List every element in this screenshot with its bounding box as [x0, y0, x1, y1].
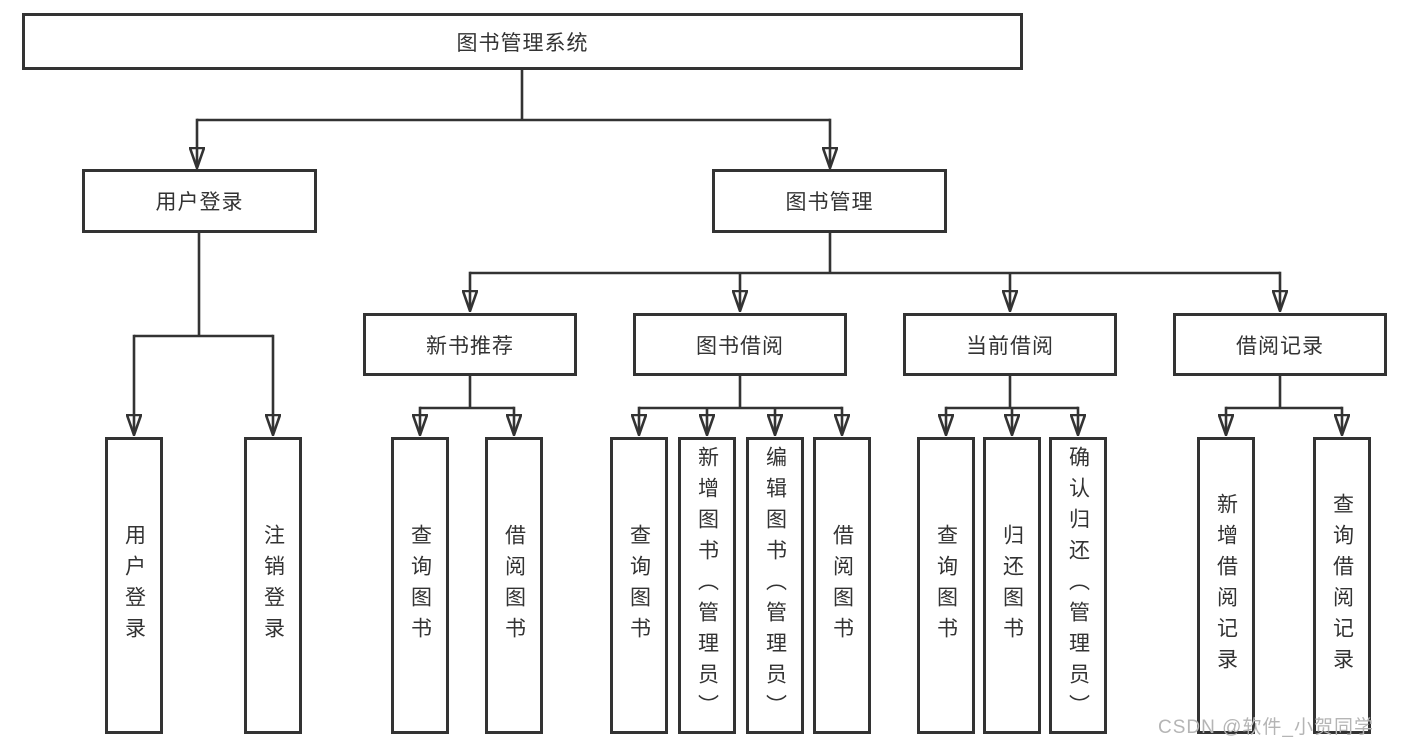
node-borrow-records: 借阅记录 — [1173, 313, 1387, 376]
connectors-manage — [470, 233, 1280, 311]
node-book-management-label: 图书管理 — [785, 191, 874, 214]
connectors-root — [197, 70, 830, 168]
leaf-logout-login: 注销登录 — [244, 437, 302, 734]
connectors-book-borrow — [639, 376, 842, 435]
connectors-new-book — [420, 376, 514, 435]
leaf-current-confirm-admin-label: 确认归还（管理员） — [1066, 446, 1090, 725]
leaf-borrow-edit-admin: 编辑图书（管理员） — [746, 437, 804, 734]
node-root: 图书管理系统 — [22, 13, 1023, 70]
leaf-records-query: 查询借阅记录 — [1313, 437, 1371, 734]
leaf-logout-login-label: 注销登录 — [261, 523, 285, 648]
leaf-current-return-label: 归还图书 — [1000, 523, 1024, 648]
node-book-borrow-label: 图书借阅 — [696, 334, 784, 358]
node-current-borrow-label: 当前借阅 — [966, 334, 1054, 358]
node-book-management: 图书管理 — [712, 169, 947, 233]
connectors-current-borrow — [946, 376, 1078, 435]
leaf-borrow-borrow-label: 借阅图书 — [830, 523, 854, 648]
leaf-current-query: 查询图书 — [917, 437, 975, 734]
leaf-newbook-query-label: 查询图书 — [408, 523, 432, 648]
leaf-records-add: 新增借阅记录 — [1197, 437, 1255, 734]
leaf-current-query-label: 查询图书 — [934, 523, 958, 648]
node-book-borrow: 图书借阅 — [633, 313, 847, 376]
leaf-borrow-add-admin: 新增图书（管理员） — [678, 437, 736, 734]
node-user-login-label: 用户登录 — [155, 191, 244, 214]
leaf-borrow-query-label: 查询图书 — [627, 523, 651, 648]
leaf-borrow-query: 查询图书 — [610, 437, 668, 734]
node-user-login: 用户登录 — [82, 169, 317, 233]
leaf-borrow-borrow: 借阅图书 — [813, 437, 871, 734]
leaf-current-confirm-admin: 确认归还（管理员） — [1049, 437, 1107, 734]
connectors-login — [134, 233, 273, 435]
leaf-records-add-label: 新增借阅记录 — [1214, 492, 1238, 679]
leaf-records-query-label: 查询借阅记录 — [1330, 492, 1354, 679]
leaf-user-login-label: 用户登录 — [122, 523, 146, 648]
leaf-borrow-edit-admin-label: 编辑图书（管理员） — [763, 446, 787, 725]
node-root-label: 图书管理系统 — [456, 31, 589, 55]
leaf-user-login: 用户登录 — [105, 437, 163, 734]
node-borrow-records-label: 借阅记录 — [1236, 334, 1324, 358]
connectors-borrow-records — [1226, 376, 1342, 435]
node-current-borrow: 当前借阅 — [903, 313, 1117, 376]
leaf-newbook-query: 查询图书 — [391, 437, 449, 734]
leaf-newbook-borrow: 借阅图书 — [485, 437, 543, 734]
node-new-book-recommend-label: 新书推荐 — [426, 334, 514, 358]
leaf-newbook-borrow-label: 借阅图书 — [502, 523, 526, 648]
leaf-borrow-add-admin-label: 新增图书（管理员） — [695, 446, 719, 725]
node-new-book-recommend: 新书推荐 — [363, 313, 577, 376]
leaf-current-return: 归还图书 — [983, 437, 1041, 734]
watermark: CSDN @软件_小贺同学 — [1158, 717, 1374, 738]
